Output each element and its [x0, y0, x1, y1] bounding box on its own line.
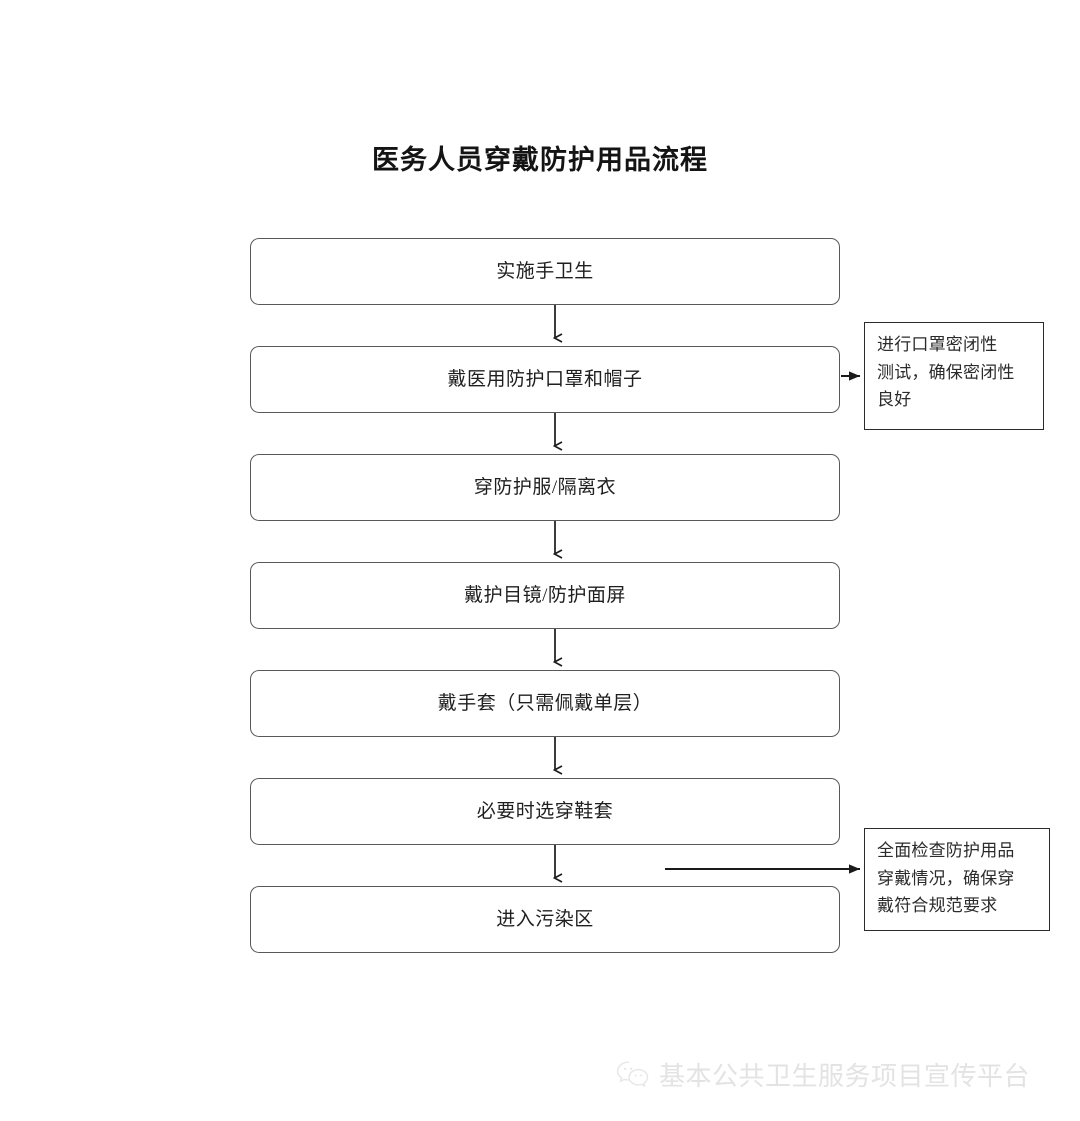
flow-step-4-label: 戴护目镜/防护面屏 [464, 585, 626, 606]
flow-step-6[interactable]: 必要时选穿鞋套 [250, 778, 840, 845]
flow-note-2: 全面检查防护用品 穿戴情况，确保穿 戴符合规范要求 [864, 828, 1050, 931]
flow-step-5[interactable]: 戴手套（只需佩戴单层） [250, 670, 840, 737]
flow-step-7[interactable]: 进入污染区 [250, 886, 840, 953]
flow-step-1[interactable]: 实施手卫生 [250, 238, 840, 305]
flow-step-3-label: 穿防护服/隔离衣 [473, 477, 617, 498]
watermark-label: 基本公共卫生服务项目宣传平台 [659, 1062, 1031, 1091]
flow-step-2[interactable]: 戴医用防护口罩和帽子 [250, 346, 840, 413]
flow-step-4[interactable]: 戴护目镜/防护面屏 [250, 562, 840, 629]
flow-step-7-label: 进入污染区 [496, 909, 594, 930]
flow-note-1-line-3: 良好 [877, 390, 912, 410]
flow-note-2-line-2: 穿戴情况，确保穿 [877, 868, 1015, 888]
footer-watermark: 基本公共卫生服务项目宣传平台 [616, 1056, 1030, 1093]
flow-step-5-label: 戴手套（只需佩戴单层） [437, 693, 653, 714]
flow-step-3[interactable]: 穿防护服/隔离衣 [250, 454, 840, 521]
flow-note-2-line-1: 全面检查防护用品 [877, 841, 1015, 860]
flow-note-1: 进行口罩密闭性 测试，确保密闭性 良好 [864, 322, 1044, 430]
flow-step-2-label: 戴医用防护口罩和帽子 [447, 369, 643, 390]
flow-note-1-line-1: 进行口罩密闭性 [877, 335, 998, 354]
flow-note-1-line-2: 测试，确保密闭性 [877, 362, 1015, 382]
flow-step-1-label: 实施手卫生 [496, 261, 594, 282]
flow-note-2-line-3: 戴符合规范要求 [877, 896, 998, 916]
flow-step-6-label: 必要时选穿鞋套 [476, 801, 614, 822]
wechat-icon [616, 1061, 649, 1087]
page-title: 医务人员穿戴防护用品流程 [372, 145, 708, 175]
